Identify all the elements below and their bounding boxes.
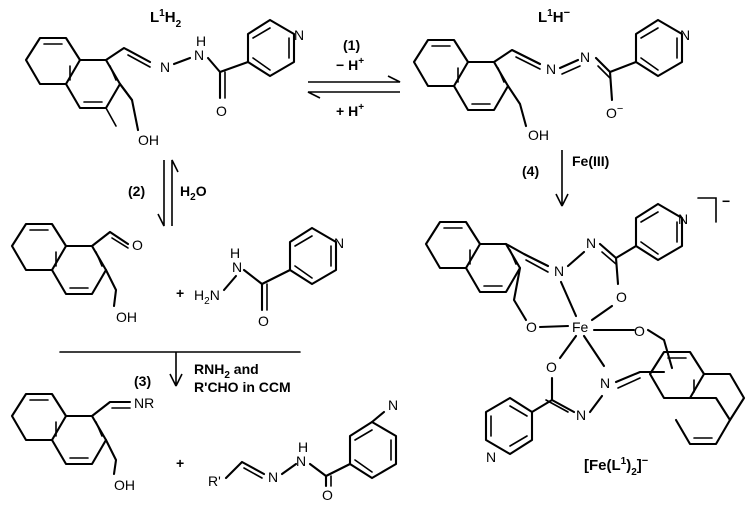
svg-text:NR: NR (134, 395, 154, 411)
svg-text:O−: O− (606, 103, 623, 121)
svg-text:(1): (1) (343, 37, 360, 53)
compound-hydrazone: R' N N H O N (208, 397, 398, 503)
svg-text:N: N (576, 407, 586, 423)
svg-text:N: N (678, 211, 688, 227)
svg-text:N: N (486, 449, 496, 465)
svg-text:−: − (722, 193, 730, 209)
svg-text:N: N (680, 27, 690, 43)
atom-n2: N (194, 47, 204, 63)
svg-text:O: O (546, 359, 557, 375)
compound-imine: NR OH + (10, 392, 184, 493)
svg-text:N: N (388, 397, 398, 413)
svg-text:R': R' (208, 473, 221, 489)
svg-text:O: O (322, 487, 333, 503)
step-1-equilibrium: (1) − H+ + H+ (307, 37, 401, 119)
svg-text:+: + (176, 285, 184, 301)
svg-text:OH: OH (114, 477, 135, 493)
label-l1h-minus: L1H− (538, 7, 570, 26)
compound-isoniazid: H2N N H O N (194, 226, 344, 329)
svg-text:O: O (616, 289, 627, 305)
svg-text:O: O (634, 323, 645, 339)
svg-text:N: N (586, 235, 596, 251)
atom-fe: Fe (572, 319, 589, 335)
svg-text:H2N: H2N (194, 287, 220, 307)
svg-text:O: O (132, 237, 143, 253)
svg-text:N: N (268, 469, 278, 485)
svg-text:N: N (546, 61, 556, 77)
svg-text:+ H+: + H+ (336, 102, 364, 119)
svg-text:(3): (3) (134, 373, 151, 389)
atom-oh: OH (138, 132, 159, 148)
atom-n-py1: N (294, 27, 304, 43)
svg-text:N: N (580, 49, 590, 65)
svg-text:Fe(III): Fe(III) (572, 153, 609, 169)
svg-text:H2O: H2O (180, 183, 207, 203)
svg-text:O: O (258, 313, 269, 329)
compound-fe-complex: − N N O N O Fe O O N N (424, 193, 746, 478)
atom-n1: N (160, 59, 170, 75)
atom-o1: O (216, 103, 227, 119)
svg-text:R'CHO in CCM: R'CHO in CCM (194, 379, 291, 395)
step-3-ccm: (3) RNH2 and R'CHO in CCM (59, 351, 301, 395)
step-2-hydrolysis: (2) H2O (128, 159, 207, 227)
compound-ligand-l1h2: L1H2 OH N N H O N (24, 8, 304, 148)
svg-text:OH: OH (116, 309, 137, 325)
label-fe-complex: [Fe(L1)2]− (584, 455, 648, 478)
svg-text:(2): (2) (128, 183, 145, 199)
svg-text:N: N (232, 259, 242, 275)
label-l1h2: L1H2 (150, 8, 182, 30)
step-4-fe-complexation: (4) Fe(III) (522, 150, 609, 207)
svg-text:N: N (334, 235, 344, 251)
compound-anion-l1h: L1H− OH N N O− N (412, 7, 690, 143)
svg-text:H: H (298, 439, 308, 455)
atom-oh-b: OH (528, 127, 549, 143)
svg-text:H: H (230, 245, 240, 261)
compound-aldehyde: O OH + (10, 222, 184, 325)
svg-text:N: N (554, 263, 564, 279)
svg-text:+: + (176, 455, 184, 471)
svg-text:(4): (4) (522, 163, 539, 179)
svg-text:− H+: − H+ (336, 56, 364, 73)
svg-text:N: N (600, 375, 610, 391)
atom-h: H (196, 33, 206, 49)
svg-text:N: N (296, 453, 306, 469)
svg-text:RNH2 and: RNH2 and (194, 361, 259, 381)
svg-text:O: O (526, 319, 537, 335)
